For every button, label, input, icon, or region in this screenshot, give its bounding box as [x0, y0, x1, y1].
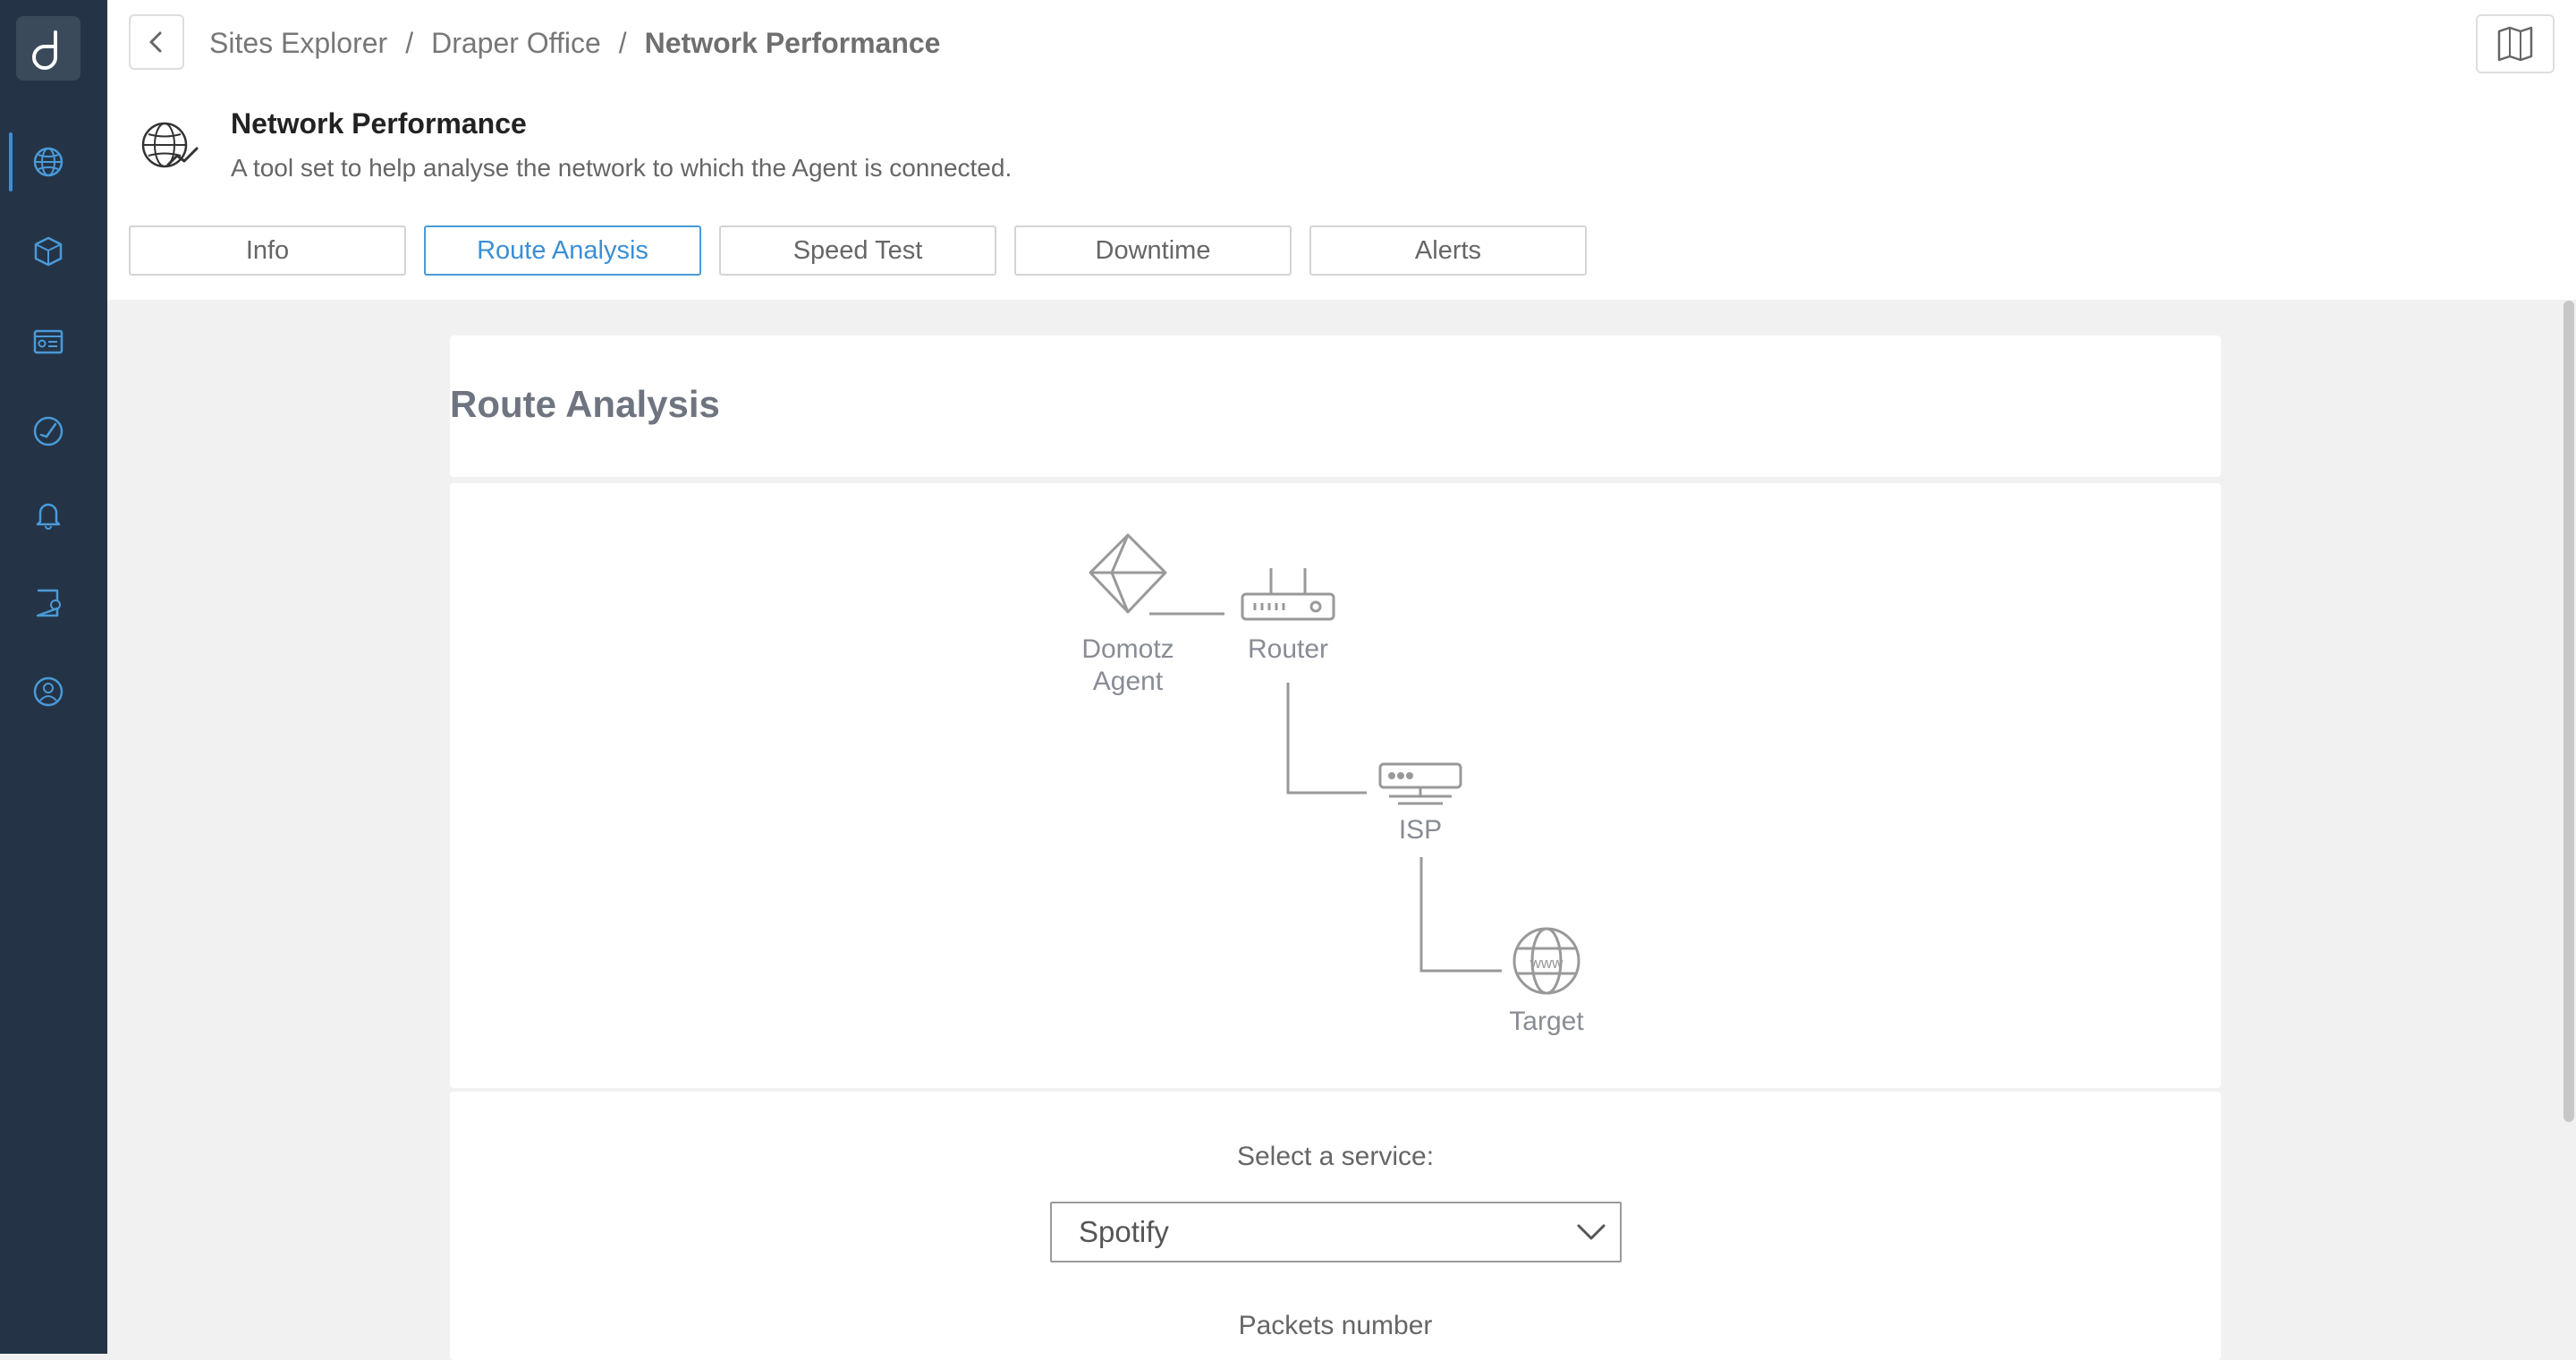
bell-icon[interactable] — [30, 497, 66, 532]
breadcrumb-sites-explorer[interactable]: Sites Explorer — [209, 27, 388, 59]
route-analysis-title: Route Analysis — [450, 383, 720, 425]
back-button[interactable] — [129, 14, 184, 70]
tab-downtime[interactable]: Downtime — [1014, 225, 1292, 276]
breadcrumb-current: Network Performance — [644, 27, 941, 59]
tab-info[interactable]: Info — [129, 225, 406, 276]
domotz-logo-icon — [32, 30, 57, 70]
breadcrumb-separator: / — [618, 27, 627, 59]
route-analysis-title-card — [450, 336, 2221, 477]
gauge-icon[interactable] — [30, 413, 66, 449]
service-select-value: Spotify — [1079, 1215, 1169, 1248]
agent-icon — [1089, 533, 1167, 614]
section-title: Network Performance — [231, 107, 527, 140]
node-label-router: Router — [1247, 634, 1329, 664]
router-icon — [1241, 568, 1335, 621]
service-select[interactable]: Spotify — [1050, 1202, 1622, 1262]
document-settings-icon[interactable] — [30, 585, 66, 621]
tab-alerts[interactable]: Alerts — [1309, 225, 1587, 276]
section-description: A tool set to help analyse the network t… — [231, 154, 1013, 182]
scrollbar-thumb[interactable] — [2563, 301, 2574, 1122]
cube-devices-icon[interactable] — [30, 234, 66, 269]
svg-text:www: www — [1530, 955, 1564, 972]
tab-route-analysis[interactable]: Route Analysis — [424, 225, 701, 276]
connector-isp-target — [1419, 857, 1502, 973]
breadcrumb: Sites Explorer / Draper Office / Network… — [209, 27, 940, 60]
sidebar — [0, 0, 107, 1354]
id-card-icon[interactable] — [30, 324, 66, 360]
domotz-logo[interactable] — [16, 16, 80, 81]
globe-chart-icon — [141, 122, 199, 168]
route-diagram: www — [1089, 533, 1580, 995]
isp-icon — [1378, 762, 1462, 805]
node-label-agent: Domotz Agent — [1081, 634, 1174, 696]
packets-number-label: Packets number — [1238, 1311, 1433, 1340]
node-label-target: Target — [1509, 1007, 1584, 1036]
sidebar-active-indicator — [9, 132, 13, 191]
book-open-icon — [2497, 26, 2533, 62]
breadcrumb-draper-office[interactable]: Draper Office — [431, 27, 601, 59]
service-select-label: Select a service: — [1236, 1142, 1435, 1171]
page-header: Sites Explorer / Draper Office / Network… — [107, 0, 2576, 300]
connector-router-isp — [1286, 683, 1367, 795]
globe-network-icon[interactable] — [30, 144, 66, 180]
node-label-isp: ISP — [1398, 815, 1443, 845]
tab-bar: Info Route Analysis Speed Test Downtime … — [129, 225, 1587, 276]
tab-speed-test[interactable]: Speed Test — [719, 225, 996, 276]
target-globe-icon: www — [1513, 927, 1580, 995]
chevron-left-icon — [149, 31, 162, 53]
chevron-down-icon — [1577, 1224, 1606, 1240]
breadcrumb-separator: / — [405, 27, 414, 59]
documentation-button[interactable] — [2476, 14, 2555, 73]
support-user-icon[interactable] — [30, 674, 66, 710]
route-diagram-card: www Domotz Agent Router ISP Target — [450, 483, 2221, 1088]
